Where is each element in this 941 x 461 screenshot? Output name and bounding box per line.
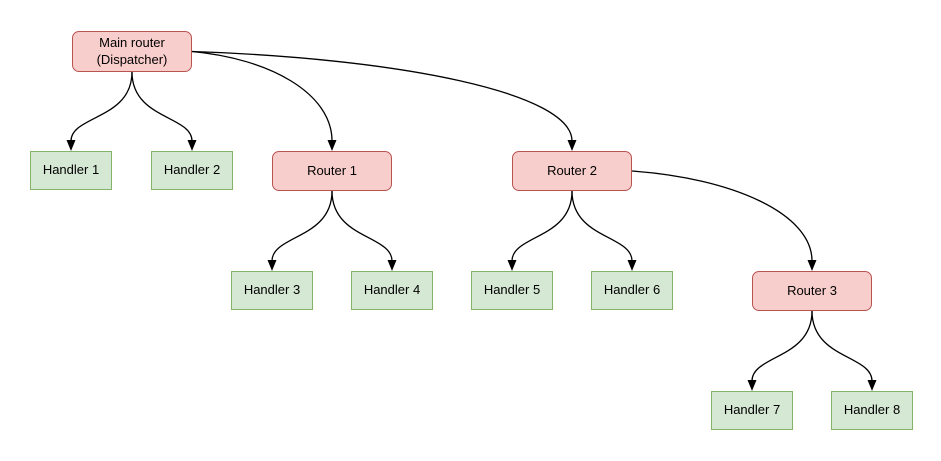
node-label: Router 3 bbox=[787, 282, 837, 298]
arrowhead-r1-to-h3 bbox=[267, 260, 277, 271]
edge-r3-to-h7 bbox=[751, 310, 813, 382]
edge-r2-to-h5 bbox=[511, 190, 573, 262]
node-r1-router: Router 1 bbox=[272, 151, 392, 191]
node-main-router: Main router (Dispatcher) bbox=[72, 31, 192, 72]
edge-r3-to-h8 bbox=[811, 310, 873, 382]
arrowhead-r3-to-h7 bbox=[747, 380, 757, 391]
arrowhead-main-to-h1 bbox=[66, 140, 76, 151]
arrowhead-main-to-r2 bbox=[567, 140, 577, 151]
node-label: Handler 3 bbox=[243, 282, 301, 298]
arrowhead-r2-to-r3 bbox=[807, 260, 817, 271]
node-label: Handler 5 bbox=[483, 282, 541, 298]
node-label: Router 1 bbox=[307, 162, 357, 178]
node-r2-router: Router 2 bbox=[512, 151, 632, 191]
node-label: Handler 6 bbox=[603, 282, 661, 298]
edge-main-to-r2 bbox=[191, 50, 573, 142]
node-h8-handler: Handler 8 bbox=[831, 391, 913, 430]
node-label: Handler 2 bbox=[163, 162, 221, 178]
edge-main-to-h2 bbox=[131, 71, 193, 142]
arrowhead-r2-to-h5 bbox=[507, 260, 517, 271]
arrowhead-r2-to-h6 bbox=[627, 260, 637, 271]
node-r3-router: Router 3 bbox=[752, 271, 872, 311]
node-h5-handler: Handler 5 bbox=[471, 271, 553, 310]
edge-main-to-r1 bbox=[191, 50, 333, 142]
edge-r1-to-h4 bbox=[331, 190, 393, 262]
node-label: Main router (Dispatcher) bbox=[96, 34, 168, 67]
node-h6-handler: Handler 6 bbox=[591, 271, 673, 310]
node-label: Handler 4 bbox=[363, 282, 421, 298]
arrowhead-r1-to-h4 bbox=[387, 260, 397, 271]
node-h2-handler: Handler 2 bbox=[151, 151, 233, 190]
edge-r2-to-h6 bbox=[571, 190, 633, 262]
node-h4-handler: Handler 4 bbox=[351, 271, 433, 310]
arrowhead-r3-to-h8 bbox=[867, 380, 877, 391]
node-h7-handler: Handler 7 bbox=[711, 391, 793, 430]
edge-main-to-h1 bbox=[70, 71, 133, 142]
edge-r2-to-r3 bbox=[631, 170, 813, 262]
node-label: Handler 1 bbox=[42, 162, 100, 178]
node-label: Handler 8 bbox=[843, 402, 901, 418]
arrowhead-main-to-r1 bbox=[327, 140, 337, 151]
node-h3-handler: Handler 3 bbox=[231, 271, 313, 310]
node-h1-handler: Handler 1 bbox=[30, 151, 112, 190]
arrowhead-main-to-h2 bbox=[187, 140, 197, 151]
node-label: Handler 7 bbox=[723, 402, 781, 418]
node-label: Router 2 bbox=[547, 162, 597, 178]
edge-r1-to-h3 bbox=[271, 190, 333, 262]
